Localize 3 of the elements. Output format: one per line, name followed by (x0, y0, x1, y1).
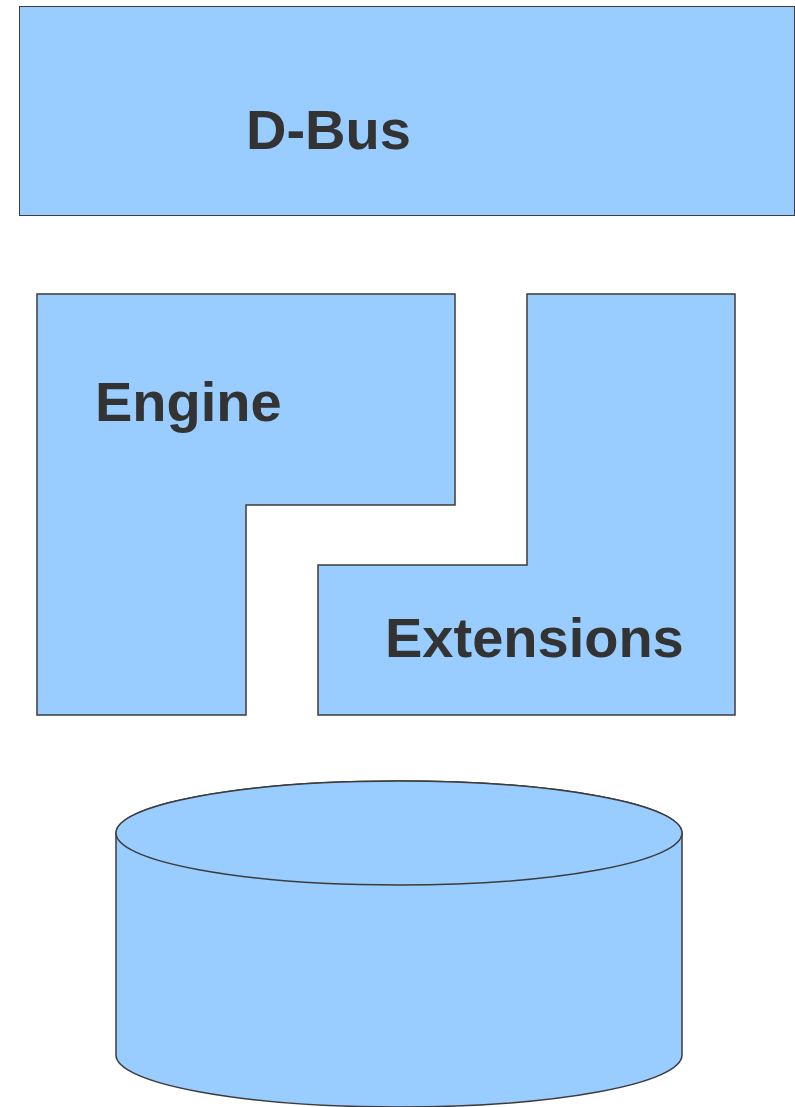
block-label: Extensions (385, 610, 684, 666)
bus-box (19, 6, 795, 216)
block-label: D-Bus (246, 102, 411, 158)
